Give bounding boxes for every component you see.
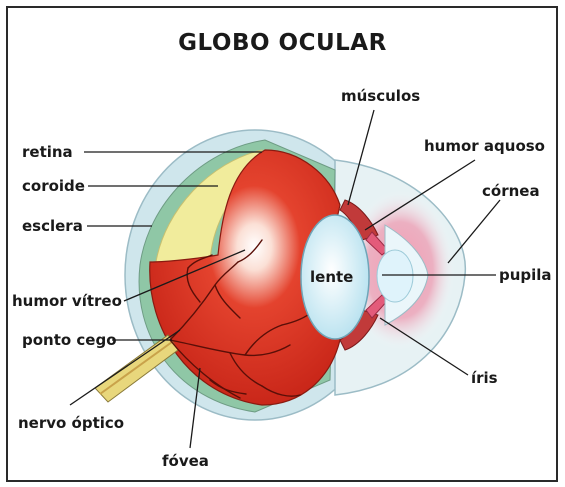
label-lente: lente (310, 268, 353, 286)
pupil-shape (377, 250, 413, 302)
label-ponto-cego: ponto cego (22, 331, 117, 349)
label-coroide: coroide (22, 177, 85, 195)
label-humor-vitreo: humor vítreo (12, 292, 122, 310)
label-cornea: córnea (482, 182, 540, 200)
label-esclera: esclera (22, 217, 83, 235)
label-musculos: músculos (341, 87, 420, 105)
label-iris: íris (471, 369, 498, 387)
label-retina: retina (22, 143, 73, 161)
label-fovea: fóvea (162, 452, 209, 470)
label-pupila: pupila (499, 266, 552, 284)
label-nervo-optico: nervo óptico (18, 414, 124, 432)
label-humor-aquoso: humor aquoso (424, 137, 545, 155)
